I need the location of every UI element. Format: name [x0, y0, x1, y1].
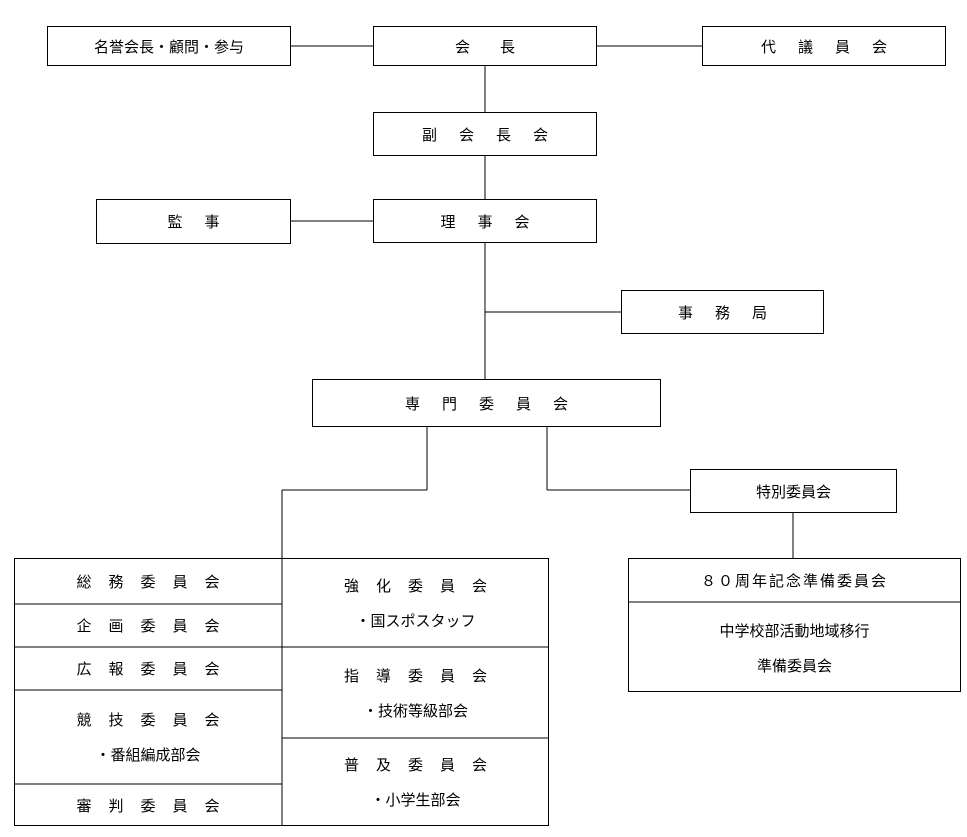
anniversary-committee: ８０周年記念準備委員会 — [628, 558, 961, 602]
specialist-committees-label: 専門委員会 — [404, 394, 590, 413]
club-transition-label-1: 中学校部活動地域移行 — [719, 622, 870, 640]
honorary-box: 名誉会長・顧問・参与 — [47, 26, 291, 66]
committee-planning: 企画委員会 — [14, 604, 282, 647]
committee-general-affairs: 総務委員会 — [14, 558, 282, 604]
committee-label: 審判委員会 — [76, 796, 237, 815]
subcommittee-label: ・技術等級部会 — [362, 701, 468, 720]
committee-label: 広報委員会 — [76, 660, 237, 678]
committee-label: 企画委員会 — [76, 617, 237, 635]
committee-label: 普及委員会 — [343, 756, 504, 774]
committee-label: 指導委員会 — [343, 666, 504, 685]
committee-instruction: 指導委員会 ・技術等級部会 — [282, 647, 549, 738]
secretariat-box: 事務局 — [621, 290, 824, 334]
committee-label: 競技委員会 — [76, 711, 237, 729]
anniversary-label: ８０周年記念準備委員会 — [700, 571, 888, 590]
committee-public-relations: 広報委員会 — [14, 647, 282, 690]
auditors-box: 監事 — [96, 199, 291, 244]
club-transition-label-2: 準備委員会 — [756, 657, 832, 675]
honorary-label: 名誉会長・顧問・参与 — [93, 37, 244, 56]
delegates-label: 代議員会 — [760, 37, 909, 56]
delegates-box: 代議員会 — [702, 26, 946, 66]
president-box: 会 長 — [373, 26, 597, 66]
subcommittee-label: ・小学生部会 — [370, 791, 461, 809]
secretariat-label: 事務局 — [677, 303, 789, 322]
board-label: 理事会 — [440, 212, 552, 231]
vice-presidents-box: 副会長会 — [373, 112, 597, 156]
subcommittee-label: ・番組編成部会 — [95, 746, 201, 764]
board-box: 理事会 — [373, 199, 597, 243]
committee-label: 総務委員会 — [76, 572, 237, 591]
committee-competition: 競技委員会 ・番組編成部会 — [14, 690, 282, 784]
president-label: 会 長 — [454, 37, 515, 56]
subcommittee-label: ・国スポスタッフ — [355, 611, 476, 630]
vice-presidents-label: 副会長会 — [421, 125, 570, 144]
auditors-label: 監事 — [167, 213, 242, 231]
club-transition-committee: 中学校部活動地域移行 準備委員会 — [628, 602, 961, 675]
special-committees-detail — [628, 558, 961, 692]
committee-strengthening: 強化委員会 ・国スポスタッフ — [282, 558, 549, 647]
committee-label: 強化委員会 — [343, 576, 504, 595]
committee-promotion: 普及委員会 ・小学生部会 — [282, 738, 549, 826]
specialist-committees-box: 専門委員会 — [312, 379, 661, 427]
committee-referee: 審判委員会 — [14, 784, 282, 826]
special-committees-label: 特別委員会 — [755, 482, 831, 501]
special-committees-box: 特別委員会 — [690, 469, 897, 513]
